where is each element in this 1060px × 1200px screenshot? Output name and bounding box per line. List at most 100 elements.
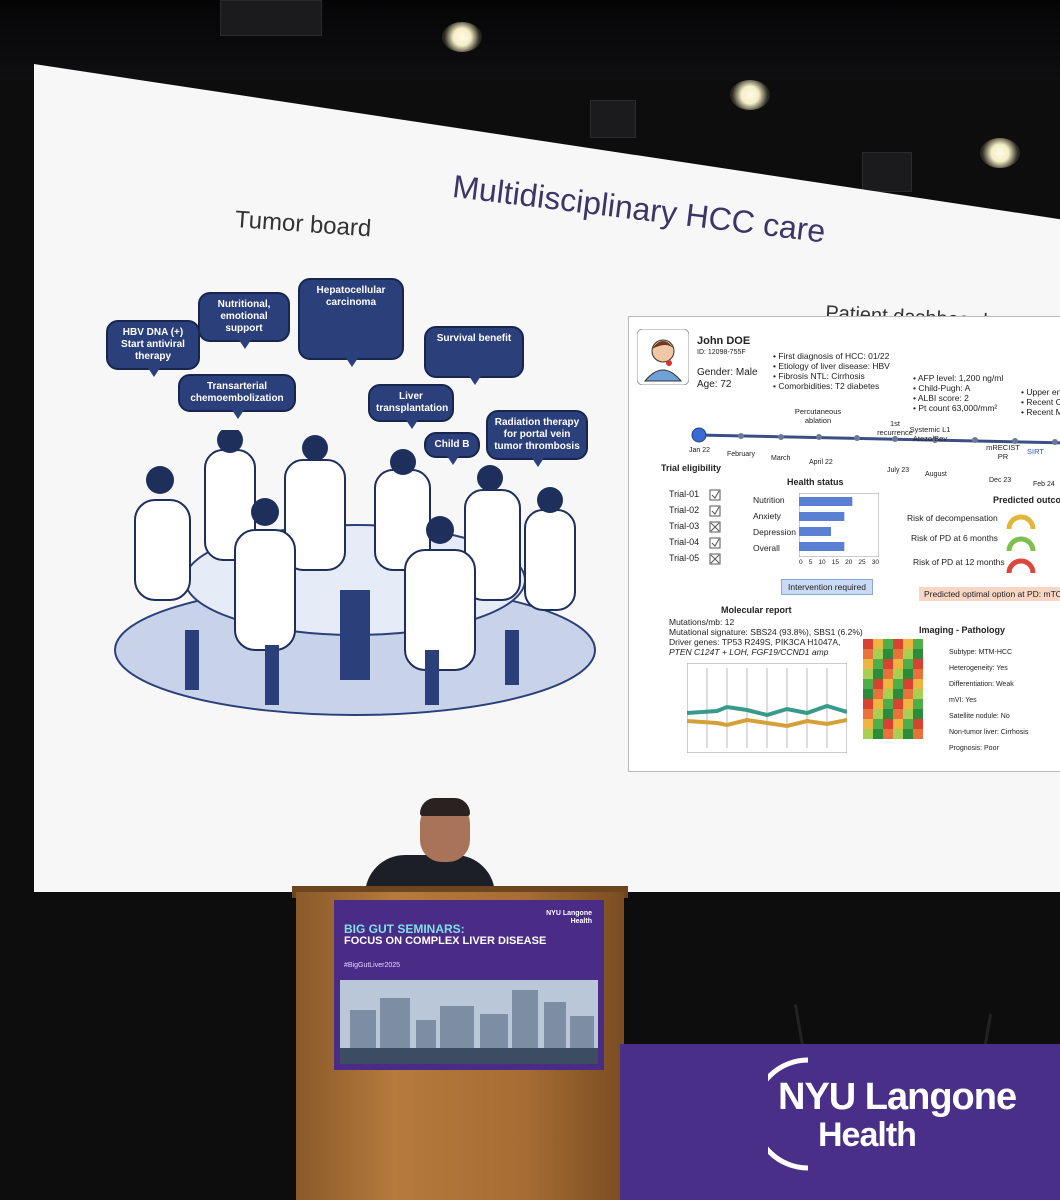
patient-id: ID: 12098-755F — [697, 349, 746, 356]
heatmap-cell — [903, 659, 913, 669]
table-banner-line2: Health — [818, 1116, 917, 1154]
heatmap-cell — [903, 709, 913, 719]
health-axis-tick: 15 — [831, 559, 839, 566]
light-rig — [862, 152, 912, 192]
patient-name: John DOE — [697, 335, 751, 347]
lab-line: • AFP level: 1,200 ng/ml — [913, 373, 1004, 383]
bubble-tace: Transarterial chemoembolization — [178, 374, 296, 419]
heatmap-cell — [883, 699, 893, 709]
heatmap-cell — [903, 689, 913, 699]
heatmap-cell — [893, 709, 903, 719]
heatmap-cell — [903, 639, 913, 649]
timeline-event: 1st recurrence — [877, 419, 913, 437]
heatmap-cell — [883, 669, 893, 679]
timeline-date: August — [925, 471, 947, 478]
health-item: Anxiety — [753, 511, 781, 521]
heatmap-cell — [893, 679, 903, 689]
tumor-board-illustration — [114, 430, 596, 716]
treatment-timeline — [691, 427, 1060, 445]
heatmap-cell — [913, 679, 923, 689]
patient-gender: Gender: Male — [697, 367, 758, 378]
heatmap-cell — [893, 639, 903, 649]
imaging-line: mVI: Yes — [949, 697, 977, 704]
patient-dashboard: John DOE ID: 12098-755F Gender: Male Age… — [628, 316, 1060, 772]
outcome-gauges — [1006, 514, 1036, 574]
heatmap-cell — [893, 699, 903, 709]
trial-checkboxes — [709, 489, 721, 565]
health-axis: 0 5 10 15 20 25 30 — [799, 559, 879, 566]
light-rig — [590, 100, 636, 138]
optimal-option: Predicted optimal option at PD: mTOR — [919, 587, 1060, 601]
heatmap-cell — [893, 659, 903, 669]
light-rig — [220, 0, 322, 36]
imaging-line: Non-tumor liver: Cirrhosis — [949, 729, 1029, 736]
heatmap-cell — [893, 689, 903, 699]
trial-item: Trial-04 — [669, 537, 700, 547]
health-bar — [799, 512, 845, 521]
bubble-nutritional: Nutritional, emotional support — [198, 292, 290, 349]
trial-eligibility-title: Trial eligibility — [661, 463, 722, 473]
heatmap-cell — [883, 639, 893, 649]
heatmap-cell — [863, 639, 873, 649]
history-line: • Fibrosis NTL: Cirrhosis — [773, 371, 865, 381]
heatmap-cell — [893, 649, 903, 659]
heatmap-cell — [873, 709, 883, 719]
banner-hashtag: #BigGutLiver2025 — [344, 962, 401, 969]
lab-line: • ALBI score: 2 — [913, 393, 969, 403]
timeline-event: Systemic L1 Atezo/Bev — [909, 425, 951, 443]
patient-age: Age: 72 — [697, 379, 732, 390]
health-bar — [799, 527, 831, 536]
heatmap-cell — [903, 679, 913, 689]
heatmap-cell — [903, 719, 913, 729]
stage-light — [730, 80, 770, 110]
speaker-hair — [420, 798, 470, 816]
banner-title: BIG GUT SEMINARS: — [344, 922, 465, 936]
copy-number-plot — [687, 663, 847, 753]
molecular-line: Mutational signature: SBS24 (93.8%), SBS… — [669, 627, 863, 637]
heatmap-cell — [913, 699, 923, 709]
health-axis-tick: 5 — [808, 559, 813, 566]
heatmap-cell — [913, 729, 923, 739]
bubble-radiation: Radiation therapy for portal vein tumor … — [486, 410, 588, 467]
timeline-date: April 22 — [809, 459, 833, 466]
heatmap-cell — [883, 659, 893, 669]
heatmap-cell — [913, 709, 923, 719]
timeline-date: July 23 — [887, 467, 910, 474]
timeline-date: Feb 24 — [1033, 481, 1055, 488]
health-status-title: Health status — [787, 477, 844, 487]
molecular-title: Molecular report — [721, 605, 792, 615]
heatmap-cell — [883, 689, 893, 699]
heatmap-cell — [913, 719, 923, 729]
imaging-line: Subtype: MTM-HCC — [949, 649, 1013, 656]
outcome-item: Risk of PD at 12 months — [913, 557, 1005, 567]
heatmap-cell — [883, 709, 893, 719]
timeline-date: February — [727, 451, 756, 458]
ceiling — [0, 0, 1060, 80]
extra-line: • Upper en — [1021, 387, 1060, 397]
extra-line: • Recent M — [1021, 407, 1060, 417]
heatmap-cell — [863, 719, 873, 729]
history-line: • Comorbidities: T2 diabetes — [773, 381, 880, 391]
heatmap-cell — [893, 729, 903, 739]
health-item: Overall — [753, 543, 780, 553]
bubble-child-b: Child B — [424, 432, 480, 465]
heatmap-cell — [913, 689, 923, 699]
molecular-line: Driver genes: TP53 R249S, PIK3CA H1047A, — [669, 637, 841, 647]
city-skyline — [340, 980, 598, 1064]
heatmap-cell — [893, 669, 903, 679]
heatmap-cell — [863, 709, 873, 719]
heatmap-cell — [883, 729, 893, 739]
heatmap-cell — [883, 719, 893, 729]
heatmap-cell — [863, 659, 873, 669]
lab-line: • Pt count 63,000/mm² — [913, 403, 998, 413]
health-item: Depression — [753, 527, 796, 537]
health-axis-tick: 25 — [858, 559, 866, 566]
timeline-date: Jan 22 — [689, 447, 711, 454]
health-item: Nutrition — [753, 495, 785, 505]
heatmap-cell — [863, 699, 873, 709]
timeline-event: mRECIST PR — [986, 443, 1020, 461]
heatmap-cell — [883, 649, 893, 659]
nyu-torch-logo — [768, 1057, 809, 1171]
podium-banner: BIG GUT SEMINARS: FOCUS ON COMPLEX LIVER… — [334, 900, 604, 1070]
intervention-badge: Intervention required — [781, 579, 873, 595]
